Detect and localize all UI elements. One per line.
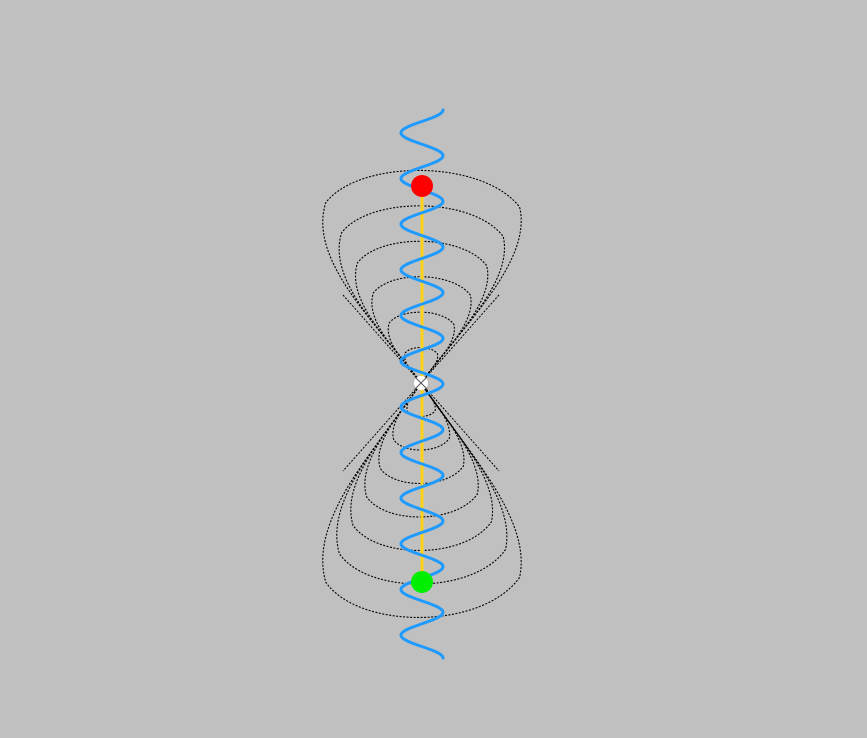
cone-boundary-lines xyxy=(342,294,500,472)
lower-contour-7 xyxy=(322,382,522,619)
green-bottom-point xyxy=(411,571,433,593)
red-top-point xyxy=(411,175,433,197)
lower-contour-6 xyxy=(336,382,508,585)
upper-contour-6 xyxy=(322,169,522,384)
cone-line-1 xyxy=(342,294,500,472)
blue-sine-wave xyxy=(399,108,445,660)
cone-line-2 xyxy=(342,294,500,472)
center-marker xyxy=(414,376,428,390)
